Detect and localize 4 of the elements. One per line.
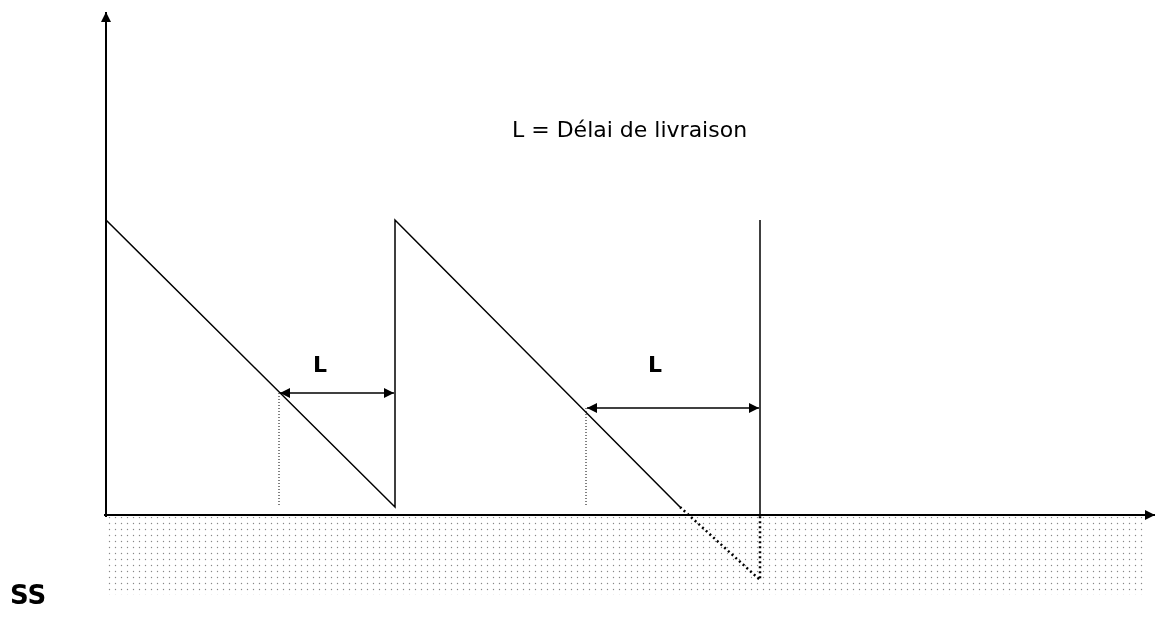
safety-stock-label: SS xyxy=(10,582,47,608)
lead-time-label: L xyxy=(648,354,663,376)
legend-note: L = Délai de livraison xyxy=(512,119,748,141)
lead-time-label: L xyxy=(313,354,328,376)
